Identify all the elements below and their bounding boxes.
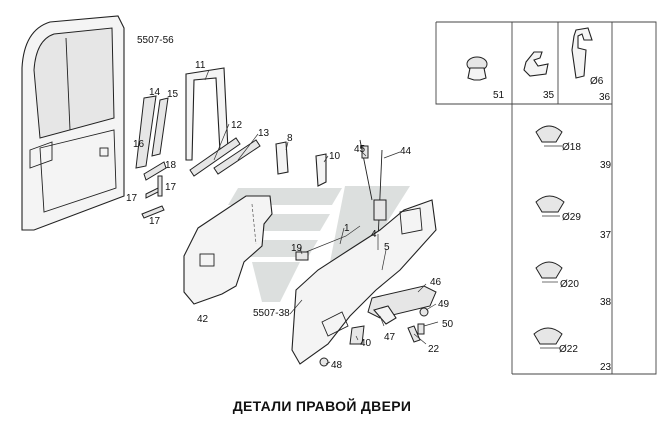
callout-labels: 11 12 13 14 15 16 18 17 17 17 8 10 45 44… (126, 60, 454, 371)
callout-1: 1 (344, 223, 350, 234)
button-cap-37 (535, 195, 565, 217)
bracket-10 (315, 153, 327, 187)
callout-4: 4 (371, 229, 377, 240)
callout-13: 13 (258, 128, 270, 139)
window-channel (185, 67, 229, 161)
clip-part-35 (523, 51, 549, 77)
hook-part-36 (571, 27, 593, 79)
callout-45: 45 (354, 144, 366, 155)
door-trim (291, 199, 437, 365)
callout-42: 42 (197, 314, 209, 325)
window-seals (135, 95, 169, 219)
assembly-ref-5507-38: 5507-38 (253, 308, 290, 319)
button-39-num: 39 (600, 160, 612, 171)
callout-5: 5 (384, 242, 390, 253)
callout-44: 44 (400, 146, 412, 157)
inner-panel (183, 195, 273, 305)
diameter-6: Ø6 (590, 76, 604, 87)
callout-14: 14 (149, 87, 161, 98)
push-rivet-part-51 (466, 56, 488, 81)
callout-17a: 17 (165, 182, 177, 193)
callout-11: 11 (195, 60, 206, 71)
callout-48: 48 (331, 360, 343, 371)
callout-10: 10 (329, 151, 341, 162)
button-37-num: 37 (600, 230, 612, 241)
button-23-diameter: Ø22 (559, 344, 578, 355)
callout-17c: 17 (149, 216, 161, 227)
callout-16: 16 (133, 139, 145, 150)
side-parts-panel: 51 35 36 Ø6 Ø18 39 Ø29 37 Ø20 38 Ø22 23 (435, 21, 657, 375)
callout-50: 50 (442, 319, 454, 330)
door-frame (21, 15, 125, 231)
diagram-title: ДЕТАЛИ ПРАВОЙ ДВЕРИ (233, 397, 411, 414)
callout-17b: 17 (126, 193, 138, 204)
callout-40: 40 (360, 338, 372, 349)
bracket-8 (275, 141, 289, 175)
button-38-diameter: Ø20 (560, 279, 579, 290)
callout-12: 12 (231, 120, 243, 131)
part-35-label: 35 (543, 90, 555, 101)
callout-49: 49 (438, 299, 450, 310)
button-cap-38 (535, 261, 563, 283)
callout-19: 19 (291, 243, 303, 254)
callout-18: 18 (165, 160, 177, 171)
callout-46: 46 (430, 277, 442, 288)
button-cap-23 (533, 327, 563, 349)
button-23-num: 23 (600, 362, 612, 373)
callout-47: 47 (384, 332, 396, 343)
leader-lines (204, 69, 439, 365)
lock-rods (359, 139, 387, 241)
callout-22: 22 (428, 344, 440, 355)
button-38-num: 38 (600, 297, 612, 308)
glass-strip-13 (213, 139, 261, 175)
button-cap-39 (535, 125, 563, 147)
part-51-label: 51 (493, 90, 505, 101)
button-39-diameter: Ø18 (562, 142, 581, 153)
callout-15: 15 (167, 89, 179, 100)
part-36-label: 36 (599, 92, 611, 103)
button-37-diameter: Ø29 (562, 212, 581, 223)
assembly-ref-5507-56: 5507-56 (137, 35, 174, 46)
callout-8: 8 (287, 133, 293, 144)
door-handle (373, 305, 397, 325)
